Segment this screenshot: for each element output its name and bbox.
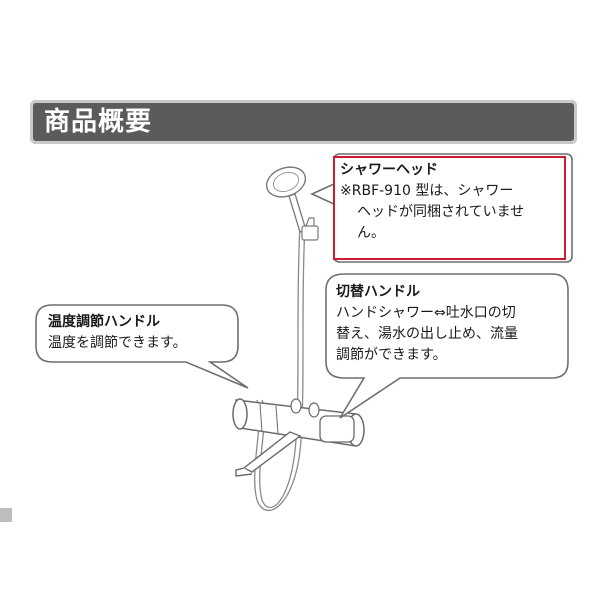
switch-handle-desc-line-1: ハンドシャワー⇔吐水口の切: [336, 305, 516, 321]
faucet-body-icon: [232, 398, 365, 447]
shower-hook-icon: [301, 217, 319, 241]
shower-hose: [259, 224, 301, 509]
shower-head-title: シャワーヘッド: [340, 162, 438, 178]
section-header: 商品概要: [30, 100, 577, 144]
shower-head-note-line-3: ん。: [357, 225, 385, 241]
shower-head-callout: シャワーヘッド ※RBF-910 型は、シャワー ヘッドが同梱されていませ ん。: [340, 160, 524, 244]
temperature-handle-desc: 温度を調節できます。: [48, 335, 187, 351]
switch-handle-title: 切替ハンドル: [336, 284, 420, 300]
section-title: 商品概要: [44, 107, 153, 137]
shower-head-icon: [265, 166, 307, 233]
switch-handle-callout-bubble: [325, 273, 569, 419]
temperature-handle-callout-bubble: [35, 304, 249, 389]
temperature-handle-title: 温度調節ハンドル: [48, 314, 160, 330]
shower-head-note-line-2: ヘッドが同梱されていませ: [357, 204, 525, 220]
page-edge-tab: [0, 508, 12, 522]
shower-head-note-line-1: ※RBF-910 型は、シャワー: [340, 183, 514, 199]
switch-handle-callout: 切替ハンドル ハンドシャワー⇔吐水口の切 替え、湯水の出し止め、流量 調節ができ…: [336, 282, 518, 366]
switch-handle-desc-line-2: 替え、湯水の出し止め、流量: [336, 326, 518, 342]
shower-head-highlight-frame: [333, 156, 566, 260]
spout-icon: [235, 431, 302, 477]
switch-handle-desc-line-3: 調節ができます。: [336, 347, 447, 363]
temperature-handle-callout: 温度調節ハンドル 温度を調節できます。: [48, 312, 187, 354]
